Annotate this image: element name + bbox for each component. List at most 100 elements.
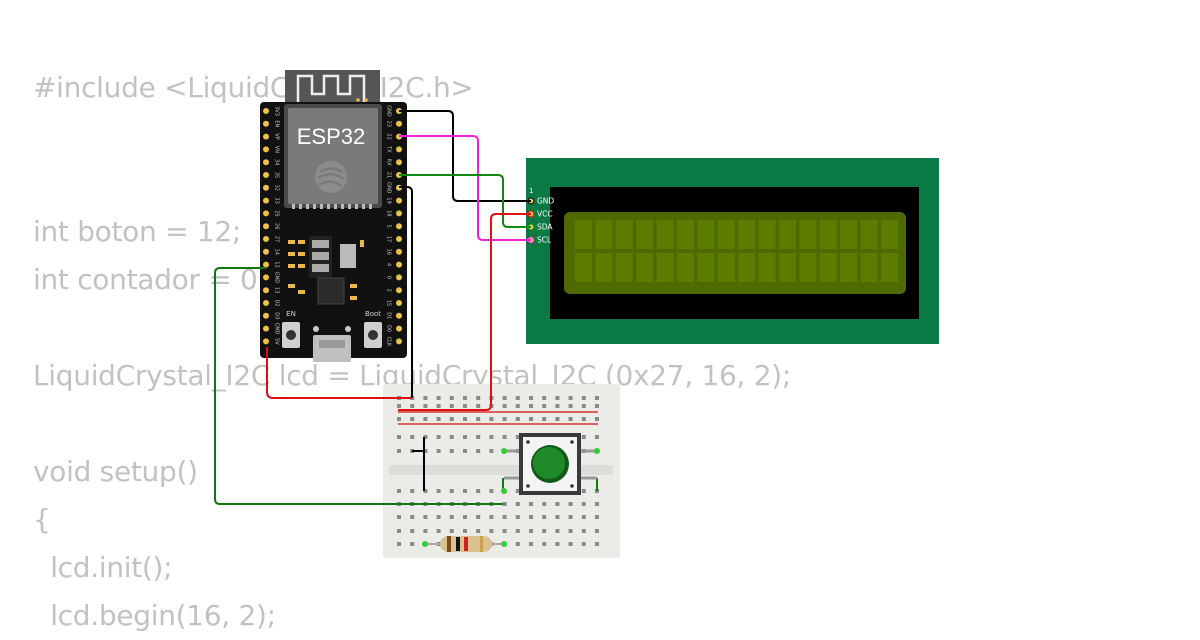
wire-button-signal[interactable] [214, 267, 503, 505]
breadboard-hole[interactable] [581, 435, 586, 439]
breadboard-hole[interactable] [502, 529, 507, 533]
breadboard-hole[interactable] [489, 515, 494, 519]
push-button[interactable] [501, 433, 600, 495]
breadboard-hole[interactable] [489, 489, 494, 493]
wire-scl-lcd[interactable] [399, 135, 531, 241]
breadboard-hole[interactable] [581, 515, 586, 519]
esp32-pin[interactable] [263, 325, 269, 332]
breadboard-hole[interactable] [423, 449, 428, 453]
breadboard-hole[interactable] [397, 529, 401, 533]
breadboard-rail-hole[interactable] [502, 404, 507, 408]
esp32-pin[interactable] [263, 300, 269, 306]
breadboard-hole[interactable] [581, 529, 586, 533]
breadboard-hole[interactable] [436, 435, 441, 439]
breadboard-hole[interactable] [476, 529, 481, 533]
breadboard-rail-hole[interactable] [423, 404, 428, 408]
breadboard-hole[interactable] [410, 515, 415, 519]
breadboard-rail-hole[interactable] [529, 404, 533, 408]
breadboard-hole[interactable] [397, 449, 401, 453]
esp32-pin[interactable] [396, 274, 402, 281]
esp32-pin[interactable] [396, 120, 402, 127]
breadboard-hole[interactable] [542, 542, 547, 546]
breadboard-rail-hole[interactable] [449, 417, 454, 421]
breadboard-hole[interactable] [542, 529, 547, 533]
breadboard-hole[interactable] [410, 489, 415, 493]
breadboard-hole[interactable] [502, 396, 507, 400]
breadboard-rail-hole[interactable] [476, 417, 481, 421]
breadboard-hole[interactable] [581, 489, 586, 493]
esp32-pin[interactable] [396, 159, 402, 166]
breadboard-hole[interactable] [463, 529, 467, 533]
esp32-pin[interactable] [263, 108, 269, 114]
breadboard-rail-hole[interactable] [595, 404, 599, 408]
breadboard-hole[interactable] [463, 515, 467, 519]
wire-vcc-lcd[interactable] [398, 213, 531, 411]
breadboard-hole[interactable] [423, 396, 428, 400]
wire-gnd-lcd[interactable] [399, 110, 531, 202]
breadboard-hole[interactable] [489, 435, 494, 439]
wire-sda-lcd[interactable] [399, 174, 531, 228]
breadboard-hole[interactable] [568, 502, 573, 506]
breadboard-rail-hole[interactable] [515, 404, 520, 408]
breadboard-rail-hole[interactable] [542, 417, 547, 421]
breadboard-hole[interactable] [568, 396, 573, 400]
breadboard-hole[interactable] [489, 449, 494, 453]
breadboard-hole[interactable] [555, 515, 560, 519]
breadboard-rail-hole[interactable] [410, 417, 415, 421]
breadboard-rail-hole[interactable] [515, 417, 520, 421]
breadboard-hole[interactable] [436, 489, 441, 493]
breadboard-hole[interactable] [595, 542, 599, 546]
esp32-pin[interactable] [396, 248, 402, 255]
esp32-pin[interactable] [263, 287, 269, 294]
esp32-pin[interactable] [396, 287, 402, 294]
breadboard-hole[interactable] [449, 435, 454, 439]
breadboard-hole[interactable] [436, 515, 441, 519]
wire-gnd-breadboard[interactable] [399, 186, 413, 398]
esp32-pin[interactable] [396, 312, 402, 319]
breadboard-hole[interactable] [595, 502, 599, 506]
esp32-board[interactable]: ESP32 EN Boot [260, 70, 407, 362]
breadboard-hole[interactable] [515, 542, 520, 546]
breadboard-hole[interactable] [502, 515, 507, 519]
breadboard-rail-hole[interactable] [463, 417, 467, 421]
breadboard-hole[interactable] [515, 396, 520, 400]
breadboard-hole[interactable] [515, 529, 520, 533]
breadboard-hole[interactable] [515, 435, 520, 439]
breadboard-rail-hole[interactable] [436, 404, 441, 408]
breadboard-hole[interactable] [463, 396, 467, 400]
breadboard-hole[interactable] [397, 489, 401, 493]
esp32-pin[interactable] [263, 146, 269, 153]
breadboard-hole[interactable] [449, 515, 454, 519]
breadboard-rail-hole[interactable] [568, 404, 573, 408]
esp32-pin[interactable] [263, 223, 269, 230]
esp32-pin[interactable] [263, 172, 269, 178]
breadboard-rail-hole[interactable] [397, 417, 401, 421]
breadboard-hole[interactable] [476, 449, 481, 453]
breadboard-hole[interactable] [502, 502, 507, 506]
breadboard-rail-hole[interactable] [397, 404, 401, 408]
breadboard-rail-hole[interactable] [436, 417, 441, 421]
breadboard-hole[interactable] [581, 396, 586, 400]
breadboard-hole[interactable] [423, 435, 428, 439]
breadboard-rail-hole[interactable] [463, 404, 467, 408]
breadboard-hole[interactable] [581, 542, 586, 546]
breadboard-hole[interactable] [555, 396, 560, 400]
breadboard-hole[interactable] [515, 502, 520, 506]
breadboard-rail-hole[interactable] [489, 417, 494, 421]
breadboard-hole[interactable] [568, 515, 573, 519]
breadboard-hole[interactable] [397, 515, 401, 519]
esp32-pin[interactable] [263, 338, 269, 345]
breadboard-rail-hole[interactable] [581, 404, 586, 408]
breadboard-rail-hole[interactable] [423, 417, 428, 421]
breadboard-rail-hole[interactable] [529, 417, 533, 421]
esp32-pin[interactable] [263, 120, 269, 127]
breadboard-hole[interactable] [449, 396, 454, 400]
esp32-pin[interactable] [263, 274, 269, 281]
esp32-pin[interactable] [263, 236, 269, 242]
breadboard-hole[interactable] [476, 435, 481, 439]
breadboard-hole[interactable] [397, 435, 401, 439]
breadboard-hole[interactable] [542, 396, 547, 400]
esp32-pin[interactable] [396, 261, 402, 268]
en-button-cap[interactable] [286, 330, 296, 340]
